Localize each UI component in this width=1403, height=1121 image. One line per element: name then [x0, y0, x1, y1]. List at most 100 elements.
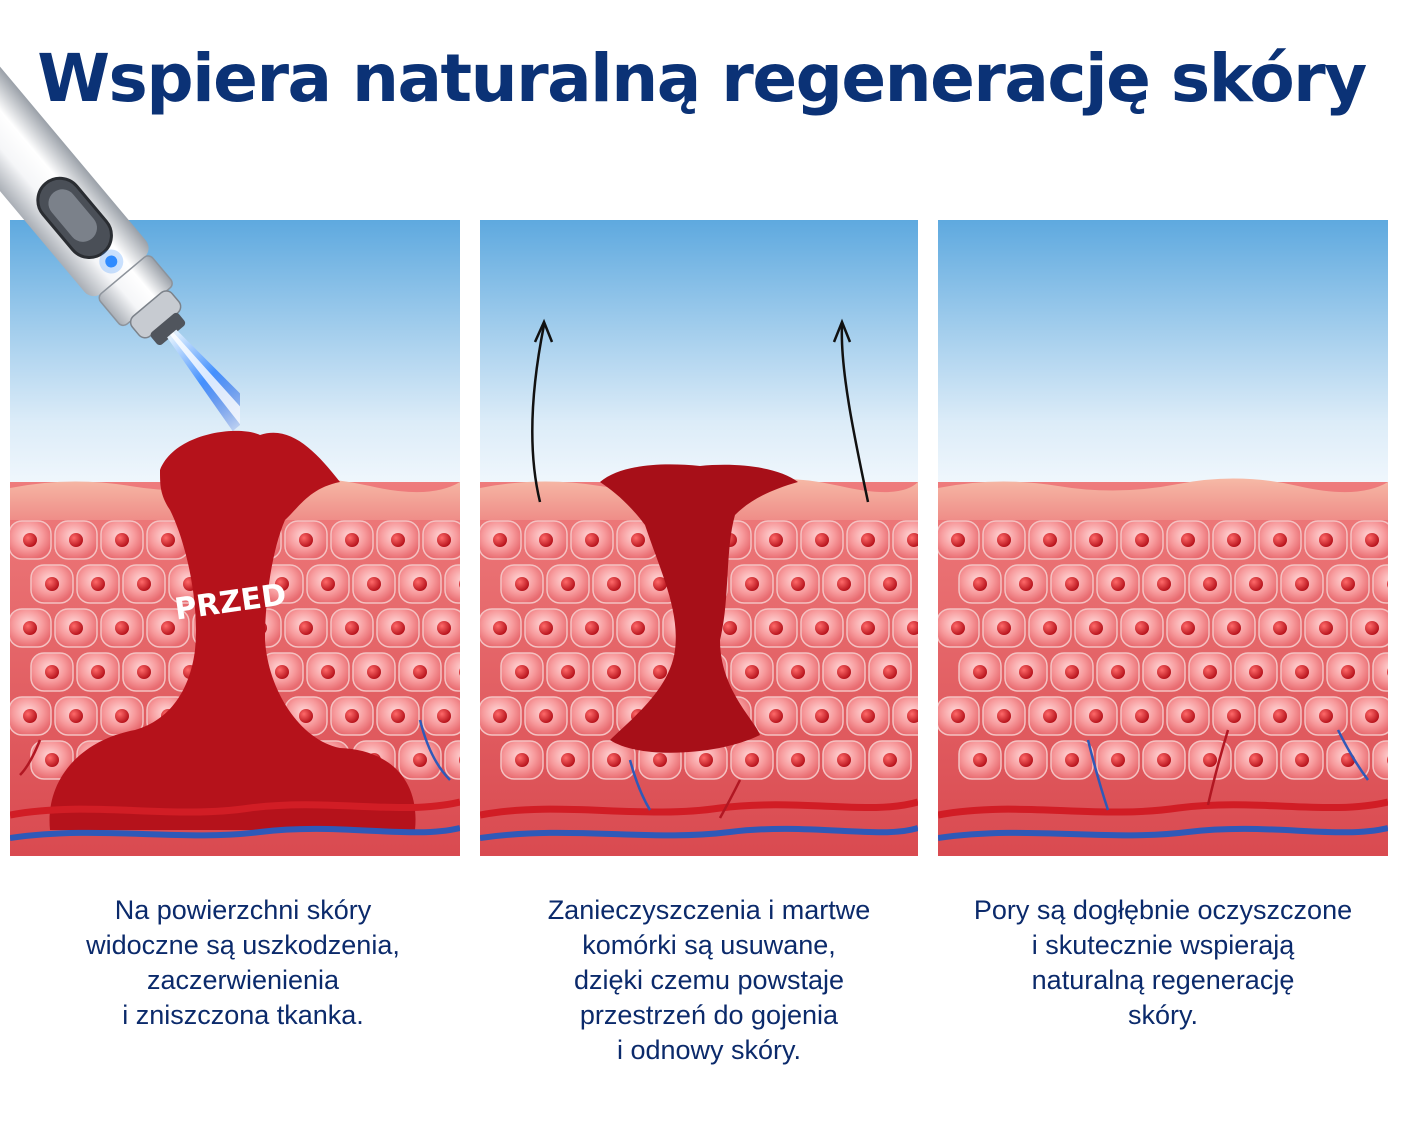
cell-icon [938, 608, 980, 648]
cell-icon [398, 564, 442, 604]
arrow-up-icon [531, 324, 546, 503]
cell-icon [982, 608, 1026, 648]
cell-icon [822, 740, 866, 780]
cell-icon [1326, 652, 1370, 692]
cell-icon [800, 696, 844, 736]
cell-icon [524, 608, 568, 648]
cell-icon [1166, 520, 1210, 560]
cell-icon [868, 740, 912, 780]
caption-line: naturalną regenerację [1031, 965, 1295, 995]
sky [938, 220, 1388, 490]
cell-icon [1350, 696, 1388, 736]
cell-icon [754, 608, 798, 648]
cell-icon [10, 520, 52, 560]
cell-icon [76, 564, 120, 604]
cell-icon [1120, 608, 1164, 648]
cell-icon [1050, 740, 1094, 780]
cell-icon [1258, 608, 1302, 648]
cell-icon [10, 608, 52, 648]
cell-icon [1142, 564, 1186, 604]
artery [480, 798, 918, 819]
cell-icon [306, 652, 350, 692]
cell-icon [1212, 696, 1256, 736]
cell-icon [1350, 608, 1388, 648]
cell-icon [100, 520, 144, 560]
cell-icon [800, 608, 844, 648]
blood-vessel-icon [418, 719, 451, 781]
cell-icon [1074, 608, 1118, 648]
caption-cleansing: Zanieczyszczenia i martwe komórki są usu… [476, 893, 942, 1068]
cell-icon [1258, 696, 1302, 736]
cell-icon [776, 740, 820, 780]
cell-icon [376, 696, 420, 736]
blood-vessel-icon [1206, 729, 1230, 806]
cell-icon [846, 608, 890, 648]
cell-icon [892, 520, 918, 560]
cell-icon [524, 696, 568, 736]
caption-line: i skutecznie wspierają [1031, 930, 1295, 960]
cell-icon [480, 696, 522, 736]
cell-icon [444, 564, 460, 604]
cell-icon [524, 520, 568, 560]
cell-icon [1188, 652, 1232, 692]
cell-icon [1188, 740, 1232, 780]
cell-icon [1096, 652, 1140, 692]
cell-icon [776, 564, 820, 604]
cell-icon [1280, 740, 1324, 780]
cell-icon [546, 652, 590, 692]
cell-icon [284, 520, 328, 560]
cell-icon [284, 608, 328, 648]
cell-icon [1326, 564, 1370, 604]
caption-line: przestrzeń do gojenia [579, 1000, 839, 1030]
panel-regenerated [938, 220, 1388, 856]
cell-icon [352, 652, 396, 692]
caption-line: zaczerwienienia [146, 965, 340, 995]
cell-icon [100, 608, 144, 648]
panel-cleansing [480, 220, 918, 856]
cell-icon [500, 740, 544, 780]
cell-icon [868, 564, 912, 604]
cell-icon [1120, 696, 1164, 736]
cell-icon [592, 652, 636, 692]
cell-icon [100, 696, 144, 736]
cell-icon [846, 696, 890, 736]
cell-icon [546, 740, 590, 780]
sky [480, 220, 918, 490]
cell-icon [1004, 564, 1048, 604]
cell-icon [1234, 740, 1278, 780]
cell-icon [330, 608, 374, 648]
cell-icon [422, 520, 460, 560]
cell-icon [444, 740, 460, 780]
cell-icon [730, 652, 774, 692]
vein [938, 825, 1388, 841]
cell-icon [938, 696, 980, 736]
cell-icon [1028, 608, 1072, 648]
wound-area [49, 430, 416, 830]
caption-line: i zniszczona tkanka. [122, 1000, 364, 1030]
panel-before: PRZED [10, 220, 460, 856]
cell-icon [76, 652, 120, 692]
cell-icon [1166, 608, 1210, 648]
cell-icon [892, 608, 918, 648]
cell-icon [754, 520, 798, 560]
cell-icon [1234, 652, 1278, 692]
vein [480, 825, 918, 841]
cell-icon [754, 696, 798, 736]
cell-icon [546, 564, 590, 604]
cell-icon [958, 740, 1002, 780]
cell-icon [1142, 740, 1186, 780]
cell-icon [1372, 564, 1388, 604]
cell-icon [352, 564, 396, 604]
page-title: Wspiera naturalną regenerację skóry [37, 40, 1367, 117]
cell-icon [398, 652, 442, 692]
cell-icon [1188, 564, 1232, 604]
cell-icon [570, 696, 614, 736]
cell-icon [30, 564, 74, 604]
cell-icon [54, 608, 98, 648]
cell-icon [938, 520, 980, 560]
cell-icon [1280, 564, 1324, 604]
artery [10, 798, 460, 819]
cell-icon [730, 740, 774, 780]
cell-icon [1004, 740, 1048, 780]
blood-vessel-icon [1086, 739, 1110, 811]
